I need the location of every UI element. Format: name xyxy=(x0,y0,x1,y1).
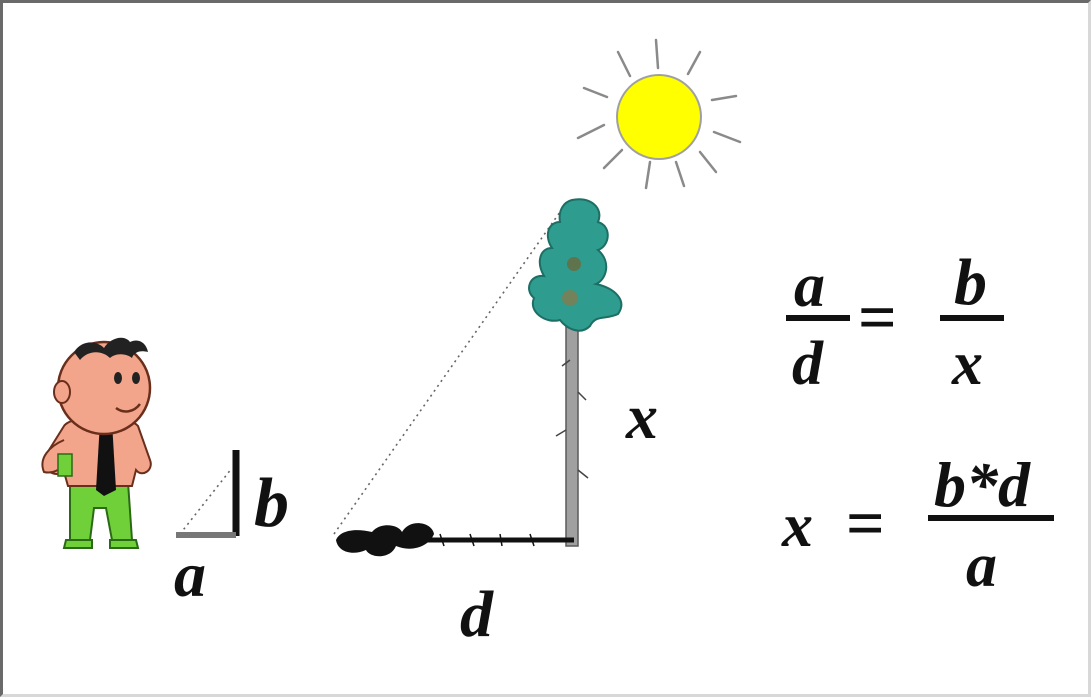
formula2-denominator: a xyxy=(966,532,997,600)
formula1-equals: = xyxy=(858,279,897,355)
formula1-num-right: b xyxy=(954,246,987,319)
measuring-stick xyxy=(176,450,240,538)
formula2-numerator: b*d xyxy=(934,449,1031,520)
formula2-lhs: x xyxy=(781,492,813,560)
tree-icon xyxy=(528,198,623,547)
formula1-den-left: d xyxy=(792,330,824,398)
formula2-equals: = xyxy=(846,485,885,561)
formula1-num-left: a xyxy=(794,252,825,320)
label-a: a xyxy=(174,539,206,610)
proportion-formula: a d = b x xyxy=(786,246,1004,398)
formula1-den-right: x xyxy=(951,330,983,398)
boy-icon xyxy=(41,337,152,549)
sun-icon xyxy=(576,38,742,190)
tree-shadow xyxy=(336,523,574,557)
label-b: b xyxy=(254,465,289,542)
label-d: d xyxy=(460,578,494,651)
label-x: x xyxy=(625,381,658,452)
sun-ray-lines xyxy=(179,211,561,535)
solution-formula: x = b*d a xyxy=(781,449,1054,600)
